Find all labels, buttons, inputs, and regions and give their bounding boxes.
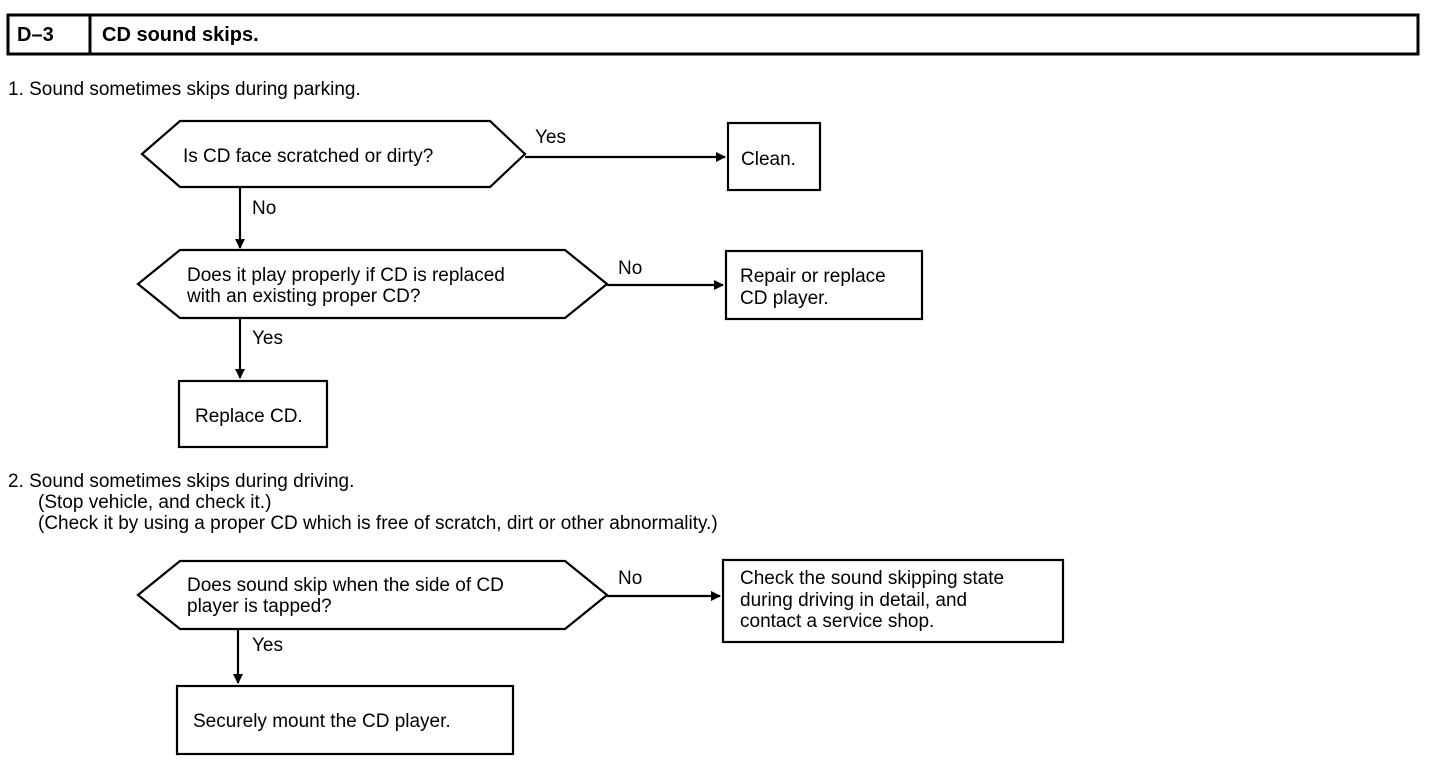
header-code: D–3 [17,24,54,46]
section2-result-mount-text: Securely mount the CD player. [193,711,451,732]
section2-decision-1-line-2: player is tapped? [187,596,332,617]
section2-no-label: No [618,568,642,589]
section1-no-label: No [252,198,276,219]
section1-no-label-2: No [618,258,642,279]
section1-result-clean: Clean. [726,121,822,192]
section2-note-2: (Check it by using a proper CD which is … [38,513,718,534]
section2-result-check-line-1: Check the sound skipping state [740,568,1004,589]
section2-note-1: (Stop vehicle, and check it.) [38,492,271,513]
section2-decision-1-line-1: Does sound skip when the side of CD [187,575,504,596]
section1-decision-1-text: Is CD face scratched or dirty? [183,146,433,167]
section1-result-repair-line-1: Repair or replace [740,266,886,287]
section1-yes-label-2: Yes [252,328,283,349]
section1-decision-2-line-1: Does it play properly if CD is replaced [187,265,505,286]
section2-result-check-line-3: contact a service shop. [740,611,934,632]
section2-yes-label: Yes [252,635,283,656]
section1-heading: 1. Sound sometimes skips during parking. [8,79,361,100]
section1-result-repair: Repair or replace CD player. [724,249,924,321]
section2-result-mount: Securely mount the CD player. [175,684,515,756]
section1-result-replace-text: Replace CD. [195,406,303,427]
section1-decision-2: Does it play properly if CD is replaced … [136,248,609,320]
header-title: CD sound skips. [102,24,259,46]
section1-decision-2-line-2: with an existing proper CD? [186,286,420,307]
section2-result-check: Check the sound skipping state during dr… [721,558,1065,644]
section2-decision-1: Does sound skip when the side of CD play… [136,559,609,631]
section2-heading: 2. Sound sometimes skips during driving. [8,471,354,492]
section1-result-clean-text: Clean. [741,149,796,170]
section1-yes-label: Yes [535,127,566,148]
section1-result-replace: Replace CD. [177,379,329,449]
section2-result-check-line-2: during driving in detail, and [740,590,967,611]
header-bar: D–3 CD sound skips. [6,13,1420,56]
section1-result-repair-line-2: CD player. [740,288,829,309]
section1-decision-1: Is CD face scratched or dirty? [140,119,527,189]
